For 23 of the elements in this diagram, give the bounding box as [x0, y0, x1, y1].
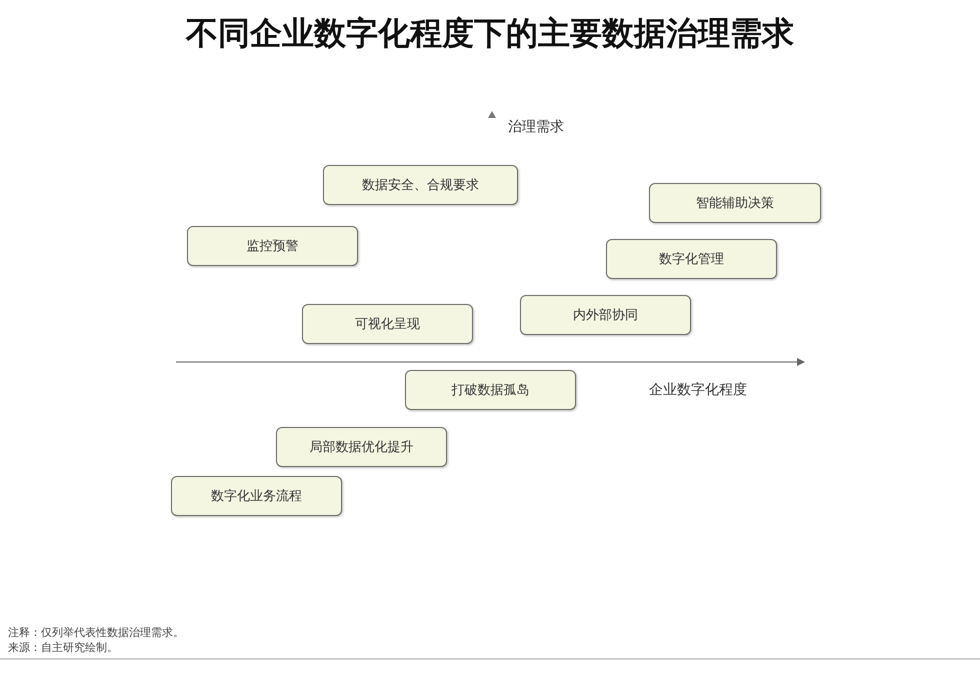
box-text: 打破数据孤岛	[452, 382, 530, 399]
requirement-box	[276, 427, 447, 467]
box-text: 数据安全、合规要求	[362, 177, 479, 194]
source-text: 来源：自主研究绘制。	[8, 640, 118, 655]
requirement-box	[405, 370, 576, 410]
requirement-box	[649, 183, 821, 223]
box-text: 数字化业务流程	[211, 488, 302, 505]
requirement-box	[187, 226, 358, 266]
box-text: 内外部协同	[573, 307, 638, 324]
requirement-box	[302, 304, 473, 344]
title: 不同企业数字化程度下的主要数据治理需求	[184, 13, 795, 54]
box-text: 局部数据优化提升	[310, 439, 414, 456]
axis-label: 企业数字化程度	[649, 381, 747, 399]
axis-label: 治理需求	[508, 118, 564, 136]
requirement-box	[520, 295, 691, 335]
requirement-box	[323, 165, 518, 205]
box-text: 数字化管理	[659, 251, 724, 268]
box-text: 可视化呈现	[355, 316, 420, 333]
requirement-box	[171, 476, 342, 516]
box-text: 监控预警	[246, 238, 298, 255]
box-text: 智能辅助决策	[696, 195, 774, 212]
note-text: 注释：仅列举代表性数据治理需求。	[8, 625, 184, 640]
requirement-box	[606, 239, 777, 279]
